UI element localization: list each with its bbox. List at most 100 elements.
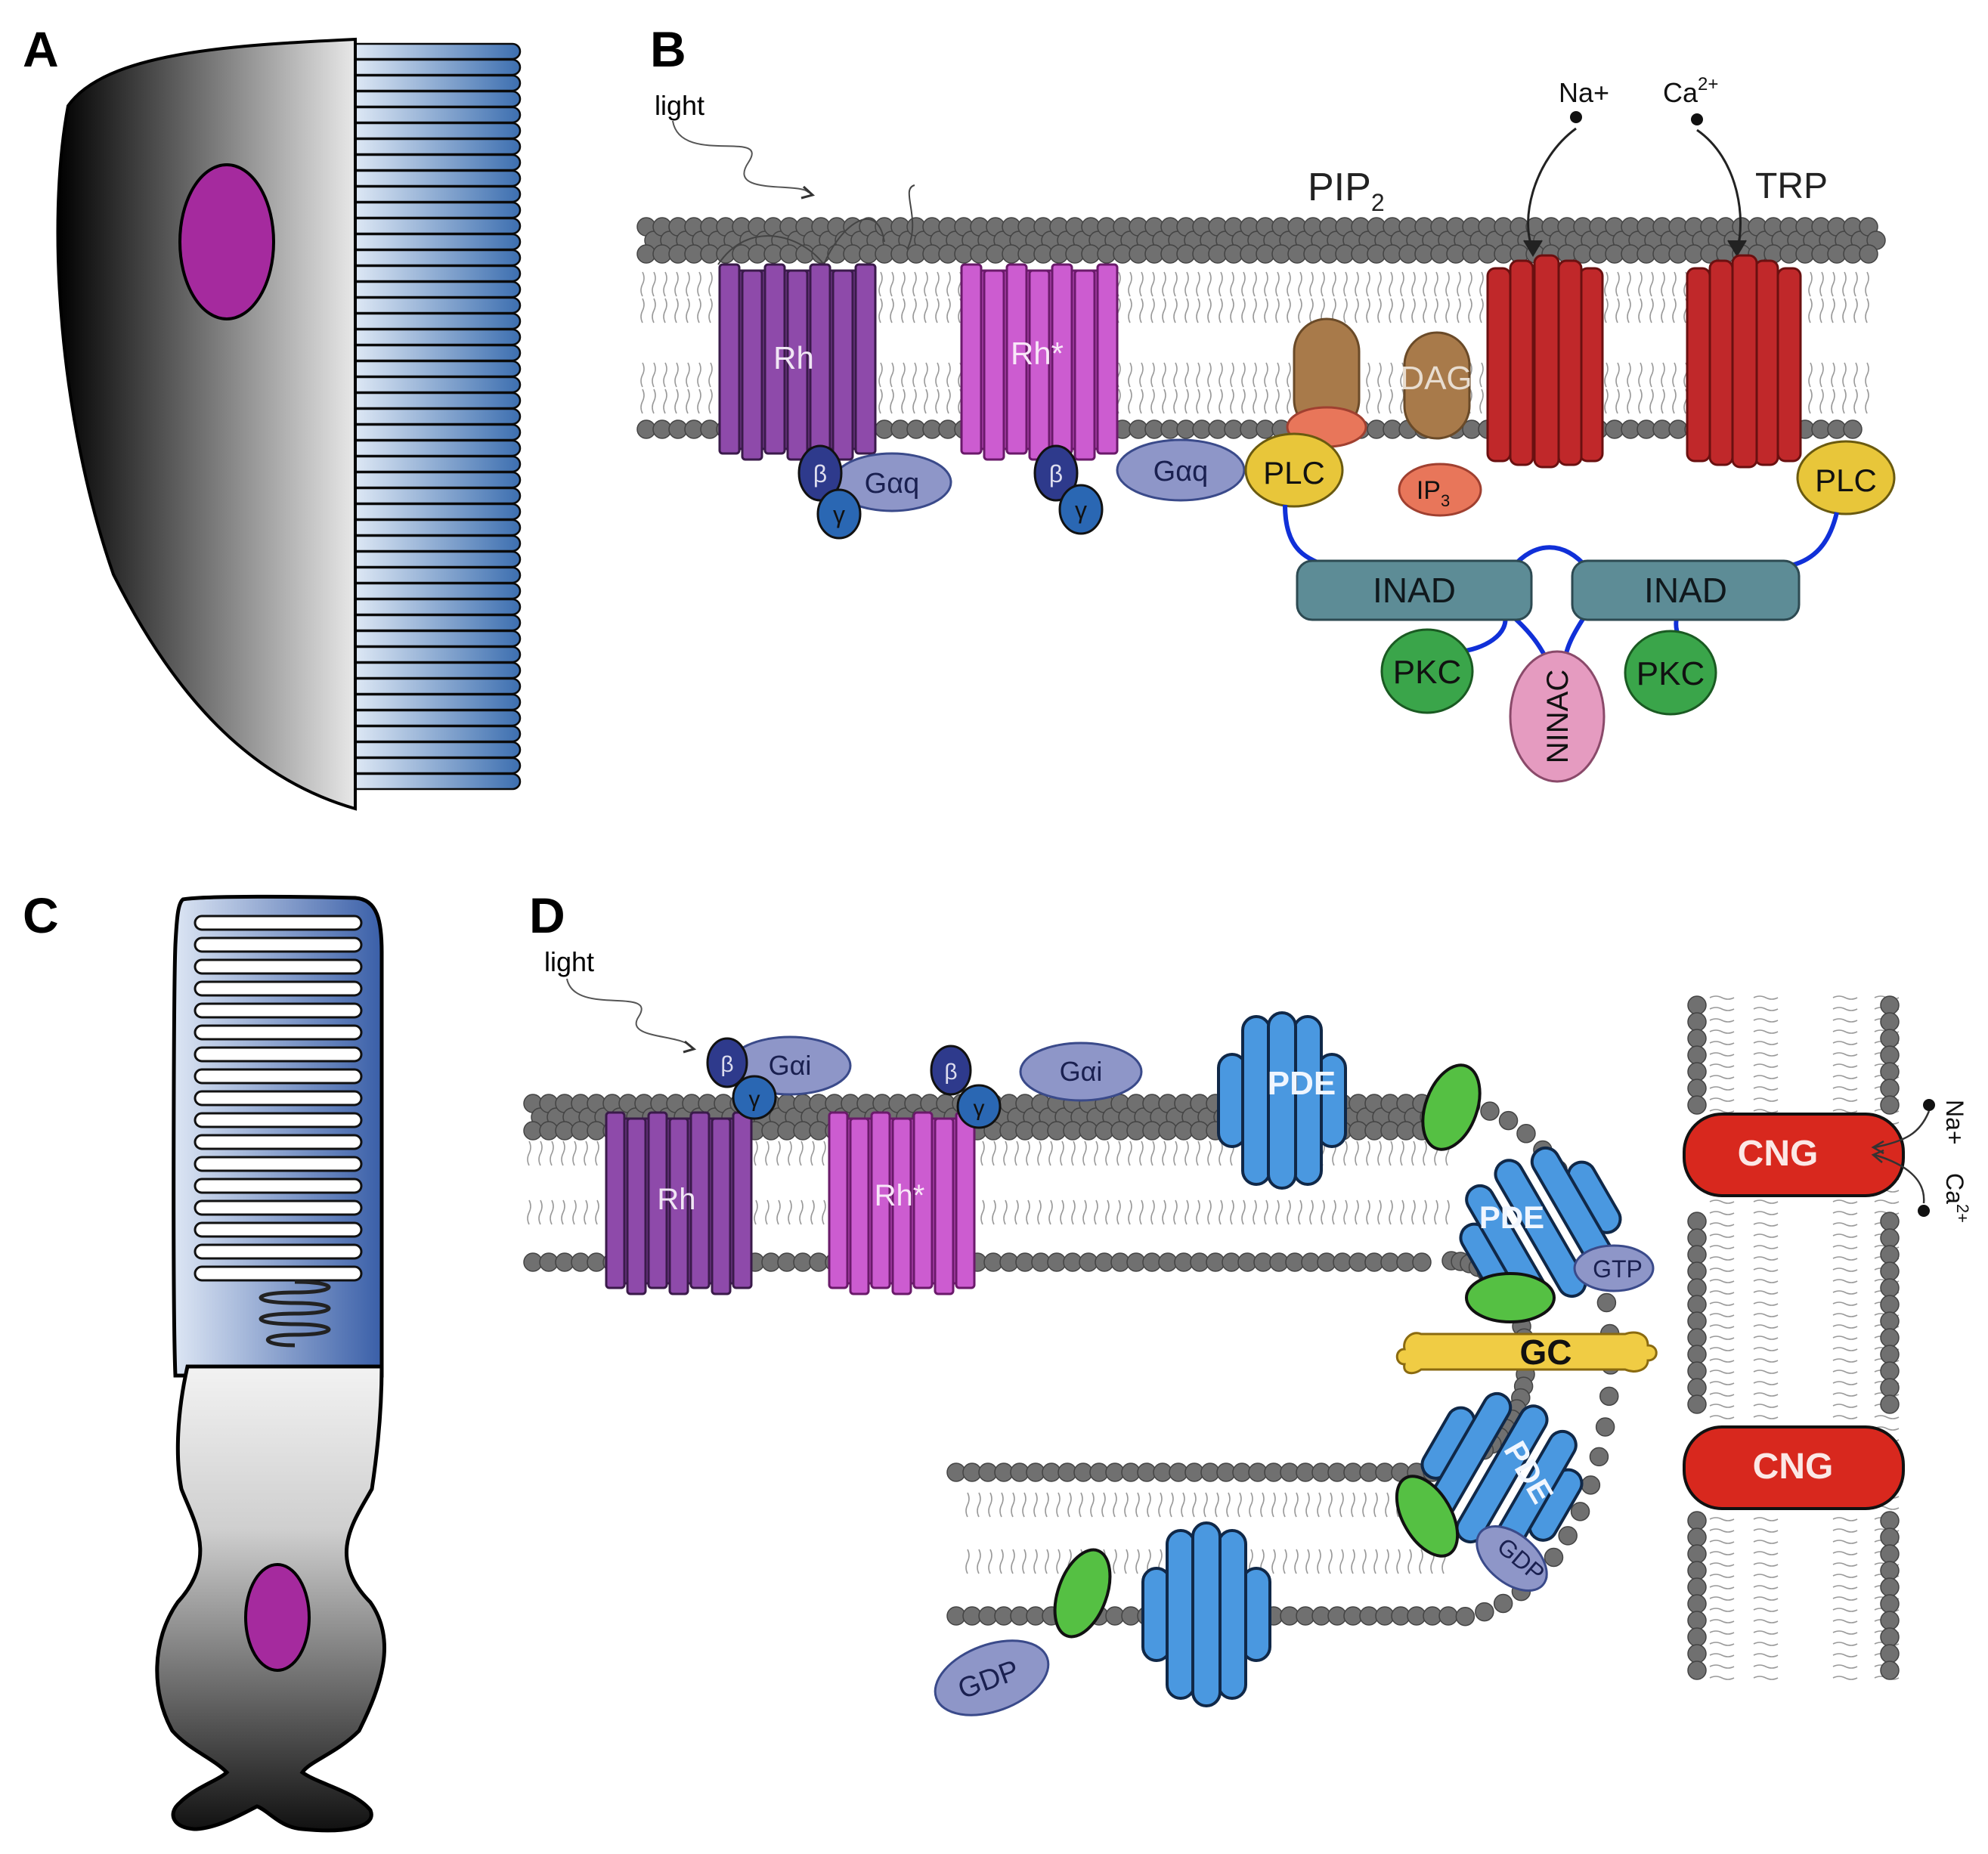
lipid-head (1475, 1602, 1494, 1622)
lipid-head (1687, 1045, 1707, 1065)
lipid-head (1687, 1561, 1707, 1580)
light-arrowhead-b (800, 185, 816, 200)
lipid-head (1687, 1577, 1707, 1597)
lipid-head (1687, 1361, 1707, 1381)
microvillus (345, 757, 522, 775)
panel-a-label: A (23, 21, 59, 77)
lipid-head (1687, 1212, 1707, 1231)
gc-label: GC (1520, 1332, 1572, 1372)
g-alpha-i-1-label: Gαi (769, 1050, 812, 1081)
lipid-head (1880, 1062, 1900, 1082)
microvillus (345, 598, 522, 616)
lipid-head (1687, 1611, 1707, 1630)
lipid-head (1880, 1511, 1900, 1531)
gdp-bound (1476, 1525, 1548, 1592)
trp-channel-2 (1686, 254, 1802, 469)
microvillus (345, 455, 522, 473)
panel-b: B light Rh (636, 21, 1896, 783)
g-alpha-q-2-label: Gαq (1153, 456, 1209, 487)
ca-label-d: Ca2+ (1941, 1173, 1972, 1223)
g-alpha-i-2 (1019, 1042, 1143, 1102)
disc (194, 1046, 363, 1063)
rhodopsin-active-d: Rh* (828, 1111, 976, 1295)
ninac-label: NINAC (1541, 670, 1575, 763)
plc-right (1796, 440, 1896, 515)
lipid-head (1687, 1278, 1707, 1298)
lipid-head (1687, 1095, 1707, 1115)
rh-label-b: Rh (773, 340, 814, 376)
plc-left (1244, 432, 1344, 508)
pip2-label: PIP2 (1308, 166, 1385, 216)
disc (194, 1024, 363, 1041)
lipid-head (1596, 1292, 1617, 1313)
pde-2 (1459, 1146, 1622, 1311)
g-beta-d1-label: β (720, 1052, 733, 1077)
lipid-head (1880, 1079, 1900, 1098)
lipid-head (1687, 1594, 1707, 1614)
microvillus (345, 312, 522, 330)
disc (194, 1156, 363, 1172)
lipid-head (1516, 1124, 1536, 1144)
cng-channel-2 (1683, 1425, 1905, 1510)
microvillus (345, 153, 522, 172)
microvillus (345, 344, 522, 362)
microvillus (345, 360, 522, 378)
microvillus (345, 741, 522, 759)
na-arrow-d (1874, 1110, 1931, 1149)
connecting-cilium (259, 1280, 331, 1348)
microvillus (345, 630, 522, 648)
pde-3 (1420, 1391, 1584, 1556)
microvillus (345, 471, 522, 489)
g-protein-1-b: Gαq β γ (797, 444, 952, 540)
trp-channel-1 (1486, 254, 1604, 469)
lipid-head (1880, 1661, 1900, 1680)
lipid-head (1880, 1261, 1900, 1281)
dag-label: DAG (1400, 360, 1472, 397)
lipid-head (1880, 1361, 1900, 1381)
lipid-head (1880, 1012, 1900, 1032)
disc (194, 1265, 363, 1282)
rh-active-label-b: Rh* (1011, 336, 1064, 371)
microvillus (345, 693, 522, 711)
g-beta-2-label: β (1049, 460, 1063, 487)
lipid-head (1880, 1644, 1900, 1664)
disc (194, 1243, 363, 1260)
lipid-head (1880, 1378, 1900, 1397)
microvillus (345, 122, 522, 140)
pde-4 (1141, 1521, 1271, 1707)
pde-gamma-3 (1395, 1475, 1460, 1558)
pkc-left (1380, 628, 1474, 714)
disc (194, 1112, 363, 1128)
pde-gamma-2 (1465, 1272, 1556, 1323)
microvillus (345, 614, 522, 632)
guanylate-cyclase (1395, 1331, 1658, 1375)
disc (194, 1178, 363, 1194)
rhabdomere-microvilli (345, 42, 522, 791)
g-gamma-d2-label: γ (974, 1096, 985, 1121)
lipid-head (1687, 1328, 1707, 1348)
lipid-head (1544, 1547, 1564, 1568)
lipid-head (1581, 1475, 1601, 1495)
microvillus (345, 376, 522, 394)
lipid-head (1687, 1295, 1707, 1314)
g-beta-1 (797, 444, 843, 502)
gtp-label: GTP (1593, 1255, 1643, 1283)
microvillus (345, 233, 522, 251)
lipid-head (1880, 1394, 1900, 1414)
lipid-head (1880, 1594, 1900, 1614)
light-arrow-d (566, 978, 692, 1048)
g-gamma-d2 (956, 1084, 1002, 1129)
membrane-b (636, 217, 1886, 439)
panel-b-label: B (650, 21, 686, 77)
light-arrow-b (672, 120, 810, 193)
lipid-head (1687, 1394, 1707, 1414)
inad-right (1571, 559, 1801, 621)
ca-arrow-d (1874, 1153, 1925, 1204)
g-beta-d2-label: β (944, 1060, 957, 1085)
cng-2-label: CNG (1753, 1447, 1834, 1487)
lipid-head (1880, 1029, 1900, 1048)
lipid-head (1687, 1245, 1707, 1264)
g-gamma-1-label: γ (833, 501, 845, 528)
lipid-head (1880, 1611, 1900, 1630)
g-alpha-i-2-label: Gαi (1060, 1056, 1103, 1087)
